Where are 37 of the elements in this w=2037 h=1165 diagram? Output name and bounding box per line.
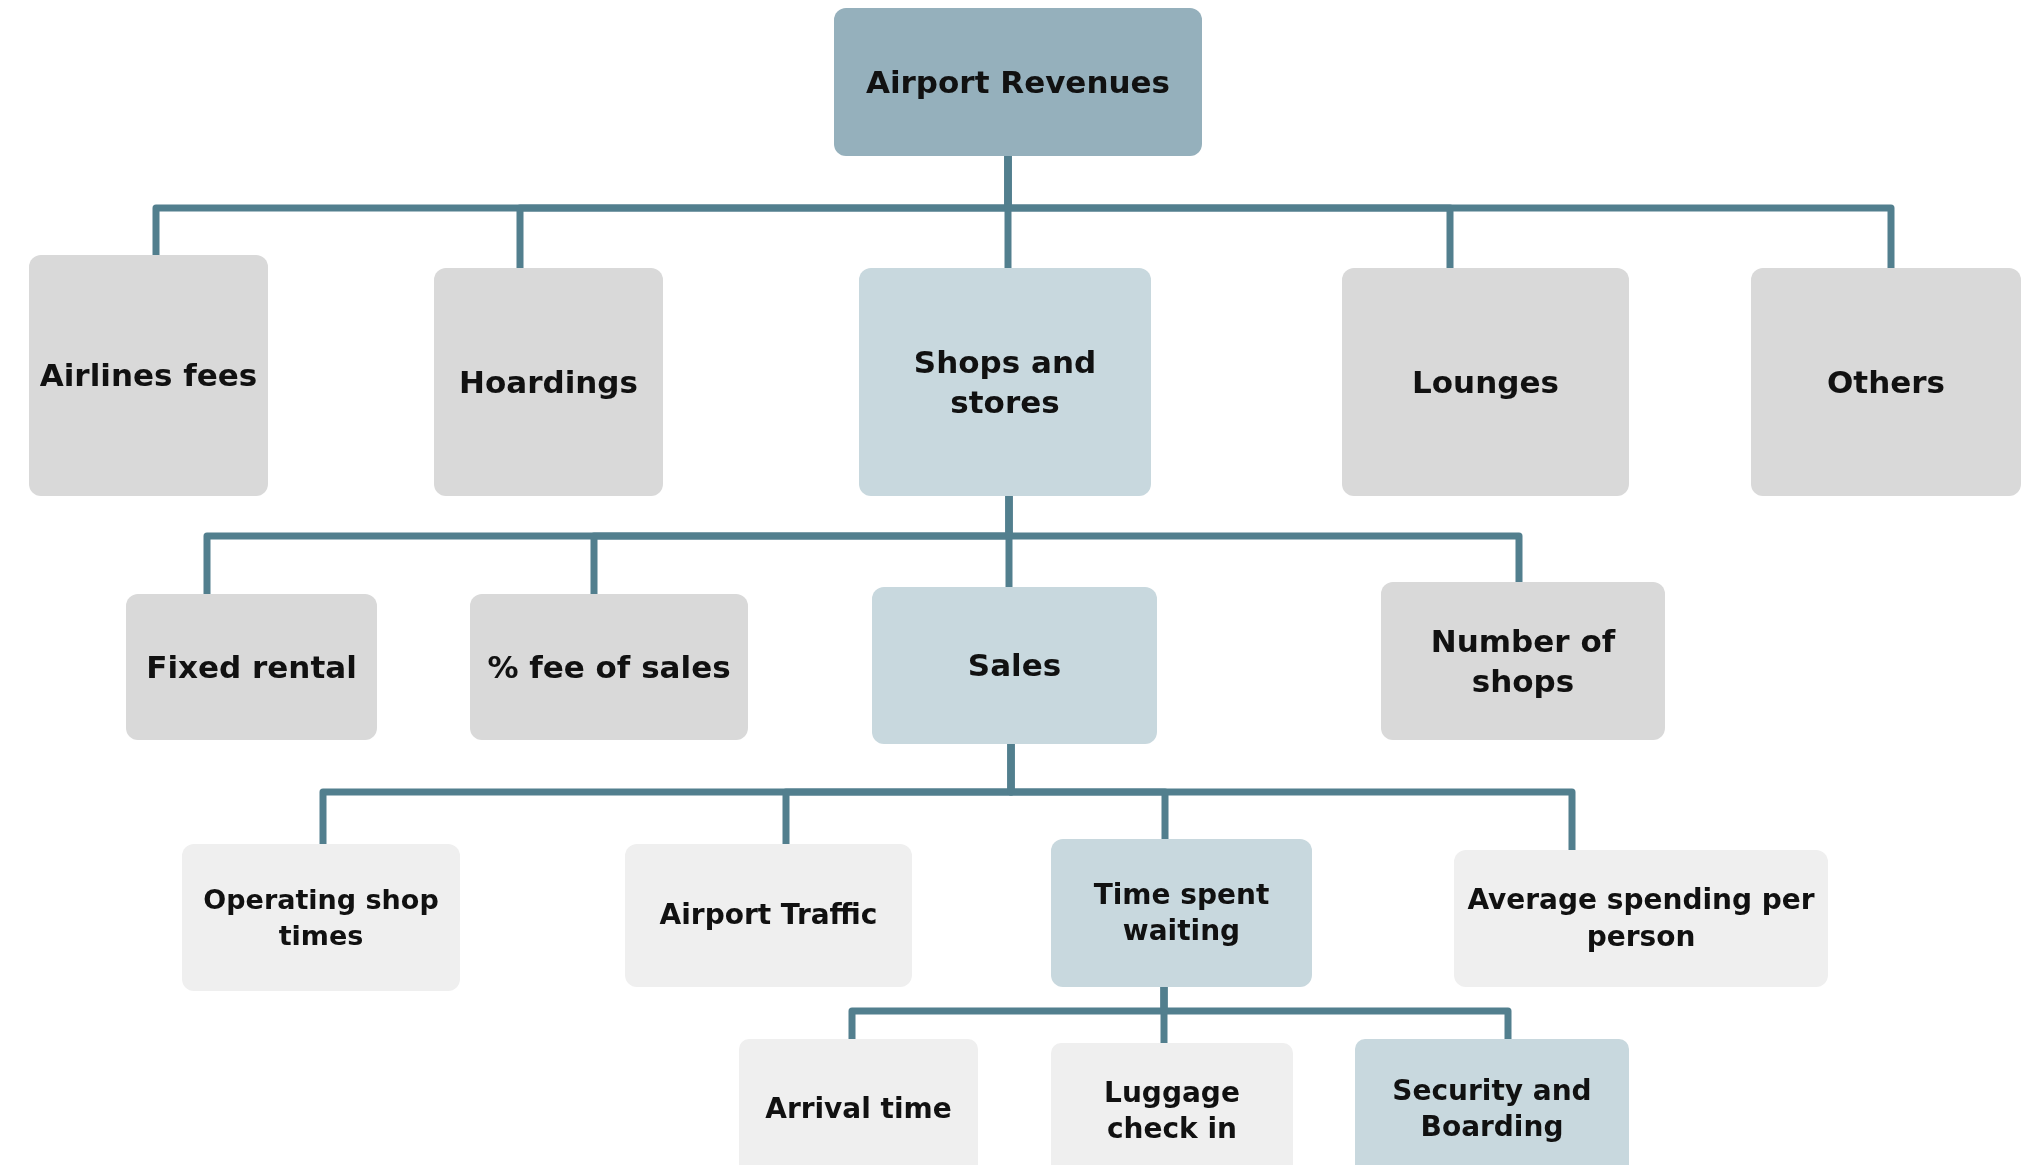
box — [1355, 1039, 1629, 1165]
node-label: Sales — [967, 646, 1062, 686]
box — [625, 844, 912, 987]
node-label: Average spending per person — [1466, 882, 1816, 955]
box — [470, 594, 748, 740]
box — [434, 268, 663, 496]
box — [1051, 839, 1312, 987]
box — [859, 268, 1151, 496]
node-label: % fee of sales — [487, 647, 731, 687]
box — [182, 844, 460, 991]
connector-line — [1160, 987, 1512, 1039]
box — [126, 594, 377, 740]
box — [1342, 268, 1629, 496]
node-label: Airport Revenues — [865, 62, 1170, 102]
node-label: Shops and stores — [912, 342, 1098, 422]
box — [872, 587, 1157, 744]
node-label: Airport Traffic — [659, 897, 878, 934]
node-label: Fixed rental — [146, 647, 357, 687]
node-label: Lounges — [1412, 362, 1559, 402]
connector-line — [1005, 496, 1523, 582]
box — [1051, 1043, 1293, 1165]
box — [1381, 582, 1665, 740]
node-label: Luggage check in — [1103, 1074, 1241, 1147]
node-label: Arrival time — [765, 1090, 952, 1127]
box — [739, 1039, 978, 1165]
box — [29, 255, 268, 496]
box — [834, 8, 1202, 156]
node-label: Others — [1827, 362, 1945, 402]
connector-line — [1007, 744, 1576, 850]
node-label: Security and Boarding — [1391, 1072, 1593, 1145]
node-label: Time spent waiting — [1092, 876, 1271, 949]
node-label: Number of shops — [1429, 621, 1617, 701]
box — [1454, 850, 1828, 987]
node-label: Airlines fees — [39, 356, 258, 396]
node-label: Hoardings — [459, 362, 638, 402]
node-label: Operating shop times — [202, 883, 440, 953]
box — [1751, 268, 2021, 496]
